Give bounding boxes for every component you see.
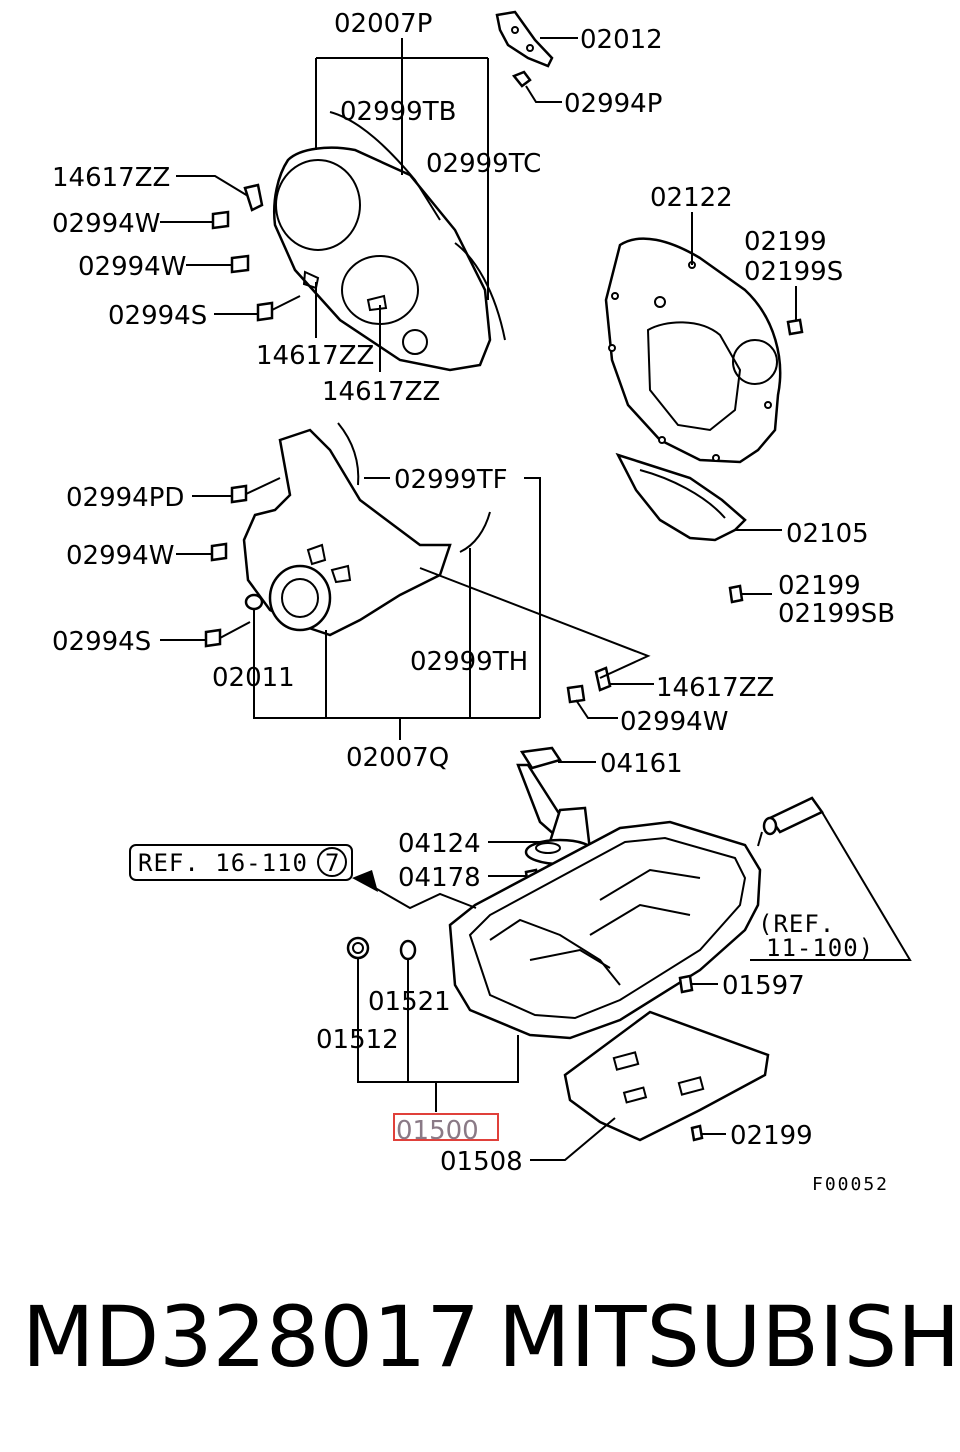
label-04178: 04178 — [398, 863, 481, 893]
figure-code: F00052 — [812, 1174, 889, 1195]
highlight-box-01500 — [393, 1113, 499, 1141]
label-02122: 02122 — [650, 183, 733, 213]
ref-16-110-circle — [317, 847, 347, 877]
label-02999TF: 02999TF — [394, 465, 508, 495]
oil-pickup — [516, 746, 596, 866]
bracket-02012 — [495, 10, 554, 68]
label-02994W-d: 02994W — [620, 707, 728, 737]
label-02999TC: 02999TC — [426, 149, 541, 179]
label-02011: 02011 — [212, 663, 295, 693]
bolt-02199-middle — [728, 584, 744, 604]
drain-plug-01512 — [346, 936, 370, 960]
ref-16-110-box — [129, 844, 353, 881]
oil-pan-01500 — [448, 820, 762, 1040]
bolt-02199-upper — [786, 318, 804, 336]
baffle-01508 — [563, 1010, 770, 1142]
rear-plate-02105 — [615, 452, 747, 542]
rear-plate-02122 — [604, 237, 782, 464]
part-number: MD328017 — [22, 1288, 480, 1386]
label-02007P: 02007P — [334, 9, 432, 39]
label-02105: 02105 — [786, 519, 869, 549]
label-01597: 01597 — [722, 971, 805, 1001]
brand-name: MITSUBISHI — [498, 1288, 960, 1386]
bolt-02994P — [511, 70, 532, 88]
label-ref-11-100-line1: (REF. — [758, 910, 835, 938]
label-02007Q: 02007Q — [346, 743, 449, 773]
label-ref-11-100-line2: 11-100) — [766, 934, 874, 962]
label-04161: 04161 — [600, 749, 683, 779]
label-02999TB: 02999TB — [340, 97, 456, 127]
label-02994PD: 02994PD — [66, 483, 184, 513]
label-01512: 01512 — [316, 1025, 399, 1055]
label-02199S: 02199S — [744, 257, 843, 287]
label-14617ZZ-b: 14617ZZ — [256, 341, 374, 371]
label-02994S-b: 02994S — [52, 627, 151, 657]
label-01508: 01508 — [440, 1147, 523, 1177]
label-04124: 04124 — [398, 829, 481, 859]
label-02994W-a: 02994W — [52, 209, 160, 239]
label-02994W-b: 02994W — [78, 252, 186, 282]
label-02999TH: 02999TH — [410, 647, 528, 677]
label-14617ZZ-c: 14617ZZ — [322, 377, 440, 407]
sealant-tube — [757, 796, 824, 847]
label-01500: 01500 — [396, 1116, 479, 1146]
label-ref-16-110-number: 7 — [325, 849, 340, 877]
gasket-01521 — [399, 939, 417, 961]
label-02199SB: 02199SB — [778, 599, 895, 629]
bolt-01597 — [678, 974, 694, 994]
lower-timing-cover — [242, 422, 491, 637]
bolt-02199-bottom — [690, 1124, 704, 1142]
label-02994S-a: 02994S — [108, 301, 207, 331]
label-02199-b: 02199 — [778, 571, 861, 601]
leader-lines — [160, 37, 912, 1161]
label-14617ZZ-d: 14617ZZ — [656, 673, 774, 703]
label-02199-c: 02199 — [730, 1121, 813, 1151]
label-01521: 01521 — [368, 987, 451, 1017]
lower-bolts — [204, 477, 612, 704]
label-14617ZZ-a: 14617ZZ — [52, 163, 170, 193]
label-02012: 02012 — [580, 25, 663, 55]
label-02994W-c: 02994W — [66, 541, 174, 571]
label-02994P: 02994P — [564, 89, 662, 119]
label-ref-16-110: REF. 16-110 — [138, 849, 308, 877]
upper-bolts — [211, 183, 301, 322]
label-02199-a: 02199 — [744, 227, 827, 257]
